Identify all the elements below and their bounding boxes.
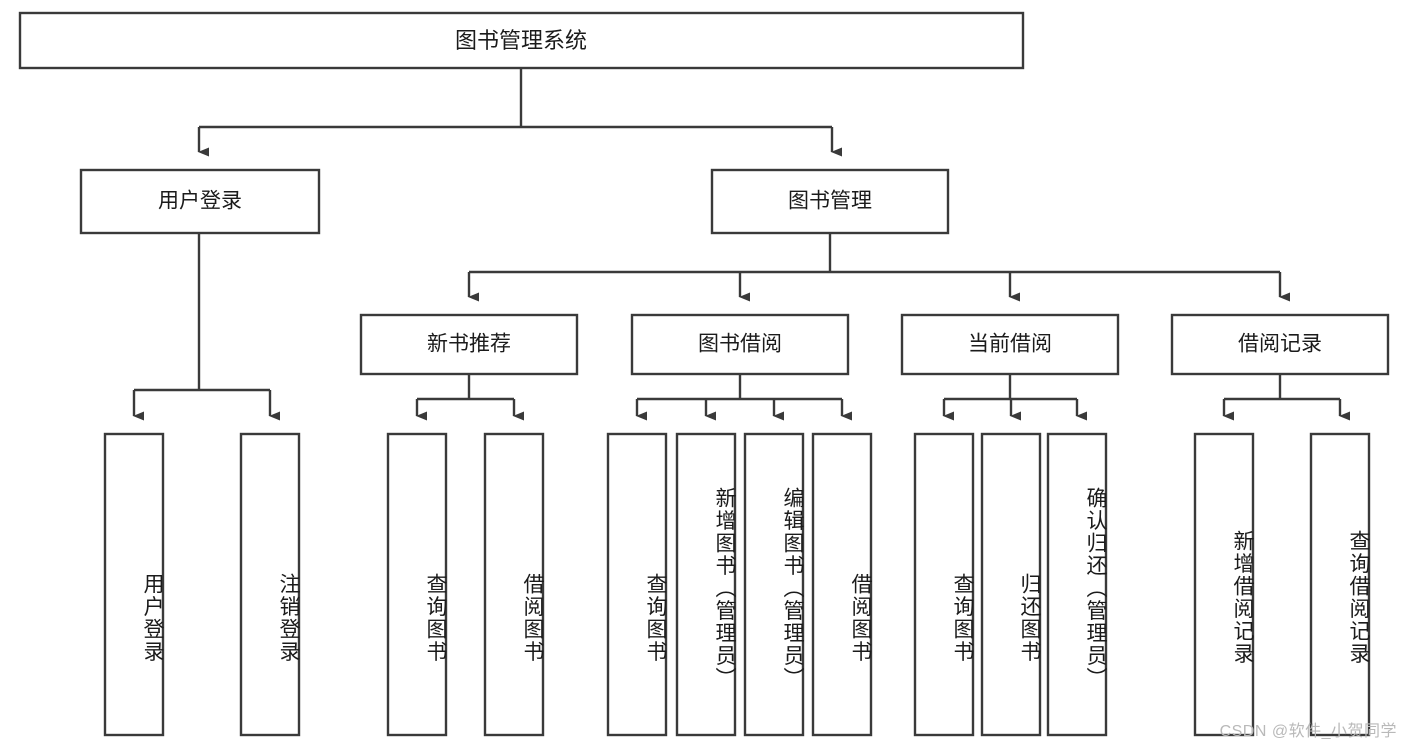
edge-currentborrow-to-leaves — [942, 374, 1087, 421]
node-current-borrow[interactable]: 当前借阅 — [900, 313, 1120, 376]
edge-bookmgmt-to-level3 — [467, 233, 1290, 302]
leaf-query-book-2[interactable] — [606, 432, 668, 737]
node-book-borrow[interactable]: 图书借阅 — [630, 313, 850, 376]
leaf-confirm-return-admin[interactable] — [1046, 432, 1108, 737]
leaf-query-borrow-record[interactable] — [1309, 432, 1371, 737]
node-root-label: 图书管理系统 — [455, 28, 587, 53]
edge-bookborrow-to-leaves — [635, 374, 852, 421]
node-user-login-label: 用户登录 — [158, 190, 242, 213]
node-book-borrow-label: 图书借阅 — [698, 333, 782, 356]
node-current-borrow-label: 当前借阅 — [968, 333, 1052, 356]
leaf-query-book-3[interactable] — [913, 432, 975, 737]
leaf-add-borrow-record[interactable] — [1193, 432, 1255, 737]
node-user-login[interactable]: 用户登录 — [79, 168, 321, 235]
node-new-book-recommend-label: 新书推荐 — [427, 333, 511, 356]
node-book-management-label: 图书管理 — [788, 190, 872, 213]
leaf-edit-book-admin[interactable] — [743, 432, 805, 737]
leaf-add-book-admin[interactable] — [675, 432, 737, 737]
leaf-logout-login[interactable] — [239, 432, 301, 737]
node-root[interactable]: 图书管理系统 — [18, 11, 1025, 70]
node-new-book-recommend[interactable]: 新书推荐 — [359, 313, 579, 376]
node-borrow-record-label: 借阅记录 — [1238, 333, 1322, 356]
leaf-layer — [103, 432, 1371, 737]
node-borrow-record[interactable]: 借阅记录 — [1170, 313, 1390, 376]
leaf-query-book-1[interactable] — [386, 432, 448, 737]
leaf-borrow-book-1[interactable] — [483, 432, 545, 737]
edge-borrowrecord-to-leaves — [1222, 374, 1350, 421]
leaf-borrow-book-2[interactable] — [811, 432, 873, 737]
leaf-return-book[interactable] — [980, 432, 1042, 737]
leaf-user-login[interactable] — [103, 432, 165, 737]
edge-newbook-to-leaves — [415, 374, 524, 421]
edge-userlogin-to-leaves — [132, 233, 280, 421]
csdn-watermark: CSDN @软件_小贺同学 — [1219, 723, 1397, 740]
edge-root-to-level2 — [197, 68, 842, 157]
connector-layer — [132, 68, 1350, 421]
node-book-management[interactable]: 图书管理 — [710, 168, 950, 235]
